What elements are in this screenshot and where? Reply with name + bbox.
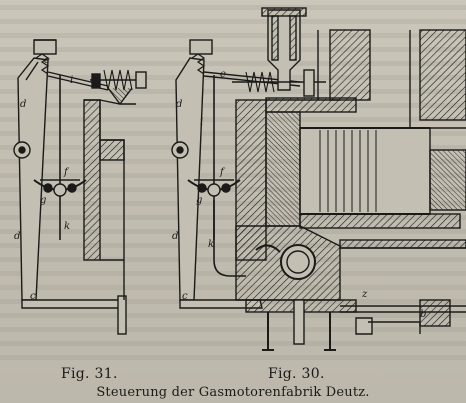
fig30-label-z: z xyxy=(362,289,368,300)
main-caption: Steuerung der Gasmotorenfabrik Deutz. xyxy=(96,385,370,400)
fig31-label-g: g xyxy=(40,195,47,206)
fig30-label-c: c xyxy=(182,291,188,302)
fig30-label-e: e xyxy=(220,69,226,80)
fig31-label-d-lower: d xyxy=(14,231,21,242)
fig30-label-f: f xyxy=(220,167,224,178)
figure-31-caption: Fig. 31. xyxy=(61,366,118,382)
fig30-label-g: g xyxy=(196,195,203,206)
fig31-label-f: f xyxy=(64,167,68,178)
fig31-label-e-top: e xyxy=(44,55,50,66)
figure-30-caption: Fig. 30. xyxy=(268,366,325,382)
fig31-label-d-upper: d xyxy=(20,99,27,110)
fig30-label-d-upper: d xyxy=(176,99,183,110)
fig30-label-k: k xyxy=(208,239,215,250)
fig30-drawing xyxy=(171,7,466,351)
fig30-label-b: b xyxy=(420,309,427,320)
fig30-label-d-lower: d xyxy=(172,231,179,242)
fig30-label-i: i xyxy=(200,117,204,128)
fig31-label-c: c xyxy=(30,291,36,302)
fig31-drawing xyxy=(13,39,147,335)
fig31-label-e: i xyxy=(70,75,74,86)
fig31-label-k: k xyxy=(64,221,71,232)
